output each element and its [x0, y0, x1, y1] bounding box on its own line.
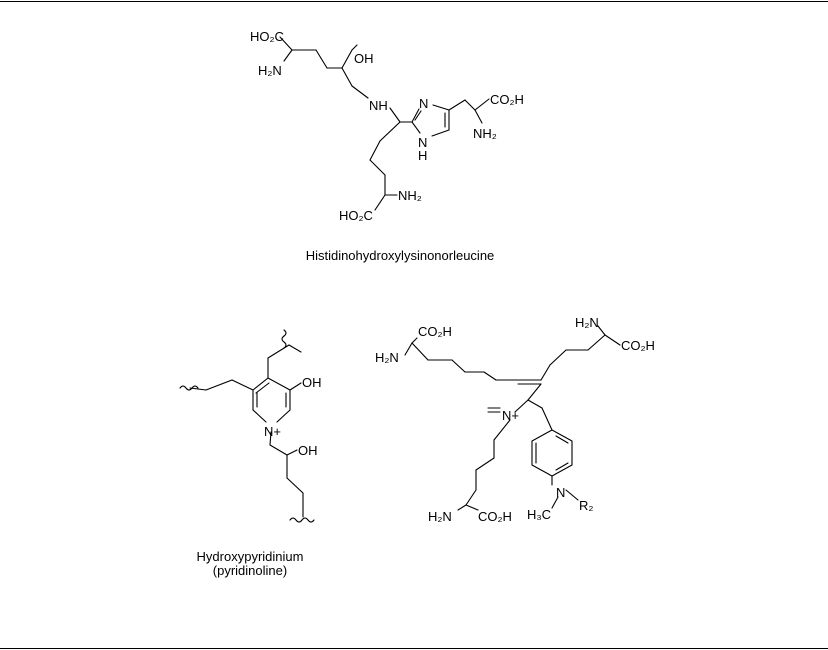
third-co2h-top-left: CO₂H — [418, 324, 452, 339]
third-co2h-right: CO₂H — [621, 338, 655, 353]
hhl-oh: OH — [354, 51, 374, 66]
pyr-oh-chain: OH — [298, 443, 318, 458]
hhl-ho2c-bottom: HO₂C — [339, 208, 373, 223]
third-r2: R₂ — [579, 498, 593, 513]
third-h2n-top-right: H₂N — [575, 315, 599, 330]
third-n-plus: N+ — [502, 408, 519, 423]
hhl-ho2c-top: HO₂C — [250, 29, 284, 44]
hhl-n-ring: N — [419, 96, 428, 111]
hhl-co2h: CO₂H — [490, 92, 524, 107]
pyridinoline-structure-labels: OH N+ OH — [264, 375, 322, 458]
pyridinoline-caption-line1: Hydroxypyridinium — [150, 549, 350, 564]
pyridinoline-caption-line2: (pyridinoline) — [150, 563, 350, 578]
hhl-h2n-top: H₂N — [258, 63, 282, 78]
hhl-caption: Histidinohydroxylysinonorleucine — [200, 248, 600, 263]
hhl-nh-ring-h: H — [418, 148, 427, 163]
pyr-n-plus: N+ — [264, 424, 281, 439]
hhl-structure-bonds — [280, 37, 489, 210]
pyr-oh-ring: OH — [302, 375, 322, 390]
third-h2n-bottom: H₂N — [428, 509, 452, 524]
third-h3c: H₃C — [527, 507, 551, 522]
third-structure-labels: CO₂H H₂N H₂N CO₂H N+ H₂N CO₂H N H₃C R₂ — [375, 315, 655, 524]
third-co2h-bottom: CO₂H — [478, 509, 512, 524]
third-n-amine: N — [556, 485, 565, 500]
hhl-nh-link: NH — [369, 98, 388, 113]
pyridinoline-structure-bonds — [180, 330, 314, 522]
hhl-nh2-bottom: NH₂ — [398, 188, 422, 203]
third-h2n-left: H₂N — [375, 350, 399, 365]
hhl-nh2-right: NH₂ — [473, 126, 497, 141]
hhl-structure-labels: HO₂C H₂N OH NH N N H CO₂H NH₂ HO₂C NH₂ — [250, 29, 524, 223]
